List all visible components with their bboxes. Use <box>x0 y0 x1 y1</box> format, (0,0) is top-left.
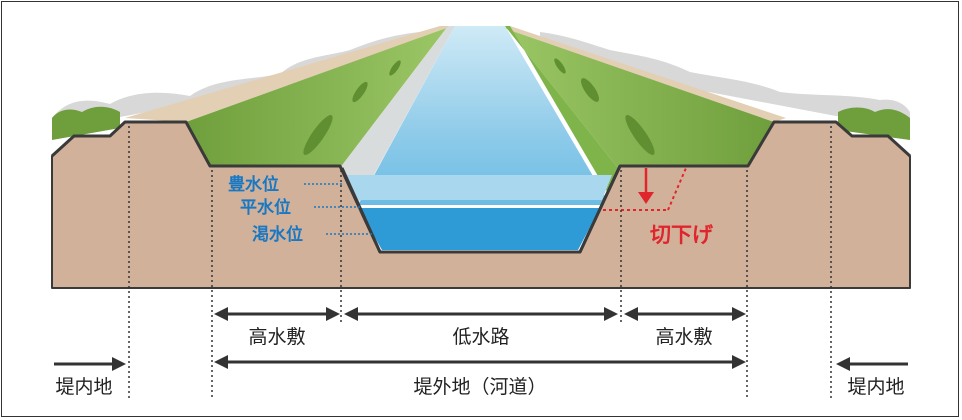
guide-lines <box>128 126 832 398</box>
normal-water-level-label: 平水位 <box>240 197 291 218</box>
background-trees <box>52 32 910 140</box>
dimension-arrows <box>54 307 908 371</box>
span-labels: 高水敷 低水路 高水敷 堤外地（河道） 堤内地 堤内地 <box>55 326 904 398</box>
grass-patches <box>303 58 655 155</box>
high-water-bed-right-label: 高水敷 <box>655 326 712 348</box>
low-water-channel-label: 低水路 <box>452 326 509 348</box>
right-bank-slope <box>505 26 618 200</box>
right-levee-crown <box>498 26 786 122</box>
low-water-level-label: 渇水位 <box>252 224 303 245</box>
left-levee-crown <box>125 26 452 122</box>
high-water-bed-left-label: 高水敷 <box>248 326 305 348</box>
water-level-lines <box>304 183 372 235</box>
river-area-label: 堤外地（河道） <box>413 376 546 398</box>
water-level-labels: 豊水位 平水位 渇水位 <box>228 174 303 245</box>
cut-down-indicator <box>603 167 687 211</box>
water-lower-zone <box>358 208 600 250</box>
high-water-level-label: 豊水位 <box>228 174 279 195</box>
low-water-channel-outline <box>340 165 622 254</box>
down-arrow-icon <box>638 192 654 204</box>
river-water-surface <box>358 26 610 205</box>
protected-land-left-label: 堤内地 <box>55 376 112 398</box>
water-upper-zone <box>345 175 612 200</box>
protected-land-right-label: 堤内地 <box>847 376 904 398</box>
right-high-water-bed-grass <box>498 26 774 168</box>
cut-down-label: 切下げ <box>650 223 714 247</box>
left-bank-slope <box>340 26 455 204</box>
left-high-water-bed-grass <box>186 26 452 168</box>
